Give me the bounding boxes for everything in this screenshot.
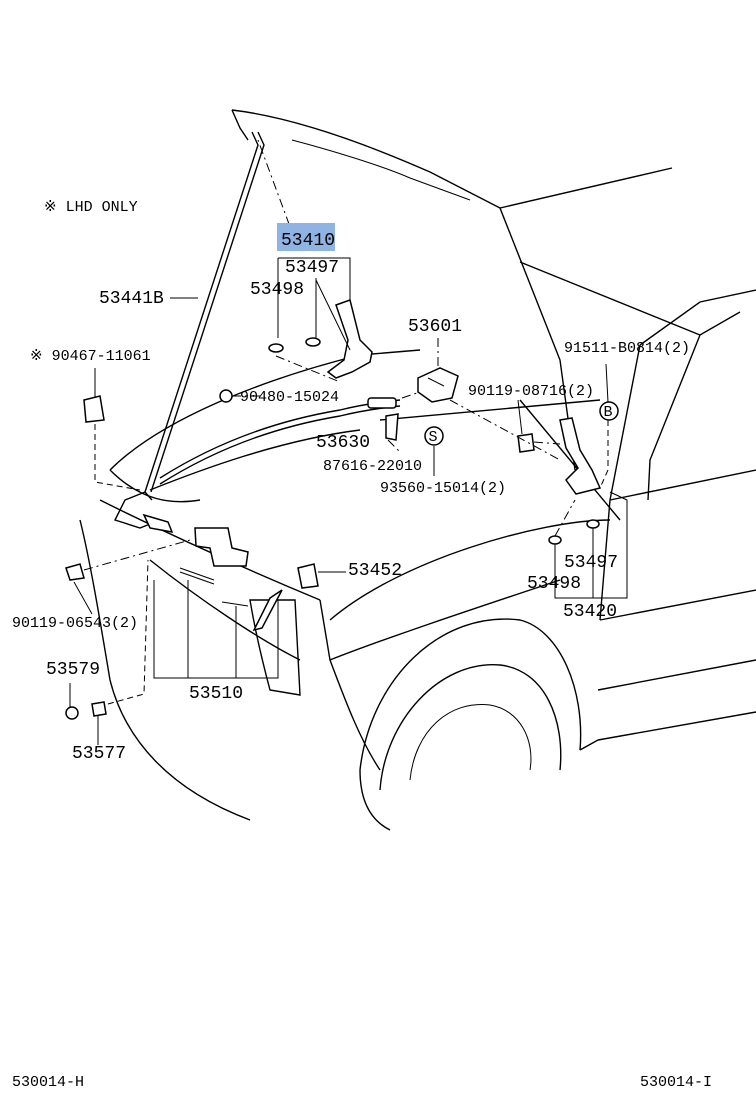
label-53498-bottom[interactable]: 53498 bbox=[527, 574, 581, 594]
footer-right-code: 530014-I bbox=[640, 1074, 712, 1091]
label-91511-B0814[interactable]: 91511-B0814(2) bbox=[564, 340, 690, 357]
part-labels: ※ LHD ONLY 53410 53497 53498 53441B ※ 90… bbox=[12, 199, 690, 764]
fasteners bbox=[65, 337, 600, 720]
hood-support-rod bbox=[114, 131, 265, 529]
label-53510[interactable]: 53510 bbox=[189, 684, 243, 704]
label-93560-15014[interactable]: 93560-15014(2) bbox=[380, 480, 506, 497]
leader-lines bbox=[69, 139, 628, 745]
hood-lock-cable bbox=[159, 389, 401, 485]
label-53420[interactable]: 53420 bbox=[563, 602, 617, 622]
label-90119-08716[interactable]: 90119-08716(2) bbox=[468, 383, 594, 400]
label-87616-22010[interactable]: 87616-22010 bbox=[323, 458, 422, 475]
label-53498-top[interactable]: 53498 bbox=[250, 280, 304, 300]
label-53497-bottom[interactable]: 53497 bbox=[564, 553, 618, 573]
hood-lock-assy bbox=[142, 513, 283, 632]
label-53579[interactable]: 53579 bbox=[46, 660, 100, 680]
svg-text:B: B bbox=[604, 404, 613, 421]
highlight-53410 bbox=[277, 223, 335, 251]
callout-b: B bbox=[599, 401, 619, 421]
hood-hinges bbox=[326, 299, 602, 495]
label-90480-15024[interactable]: 90480-15024 bbox=[240, 389, 339, 406]
callout-s: S bbox=[424, 426, 444, 446]
label-53441B[interactable]: 53441B bbox=[99, 289, 164, 309]
svg-text:S: S bbox=[429, 429, 438, 446]
label-53410[interactable]: 53410 bbox=[281, 231, 335, 251]
label-53452[interactable]: 53452 bbox=[348, 561, 402, 581]
hood-lock-striker bbox=[417, 367, 459, 403]
label-53497-top[interactable]: 53497 bbox=[285, 258, 339, 278]
label-90467-11061[interactable]: ※ 90467-11061 bbox=[30, 348, 151, 365]
label-53577[interactable]: 53577 bbox=[72, 744, 126, 764]
label-90119-06543[interactable]: 90119-06543(2) bbox=[12, 615, 138, 632]
label-53601[interactable]: 53601 bbox=[408, 317, 462, 337]
footer-codes: 530014-H 530014-I bbox=[12, 1074, 712, 1091]
label-53630[interactable]: 53630 bbox=[316, 433, 370, 453]
footer-left-code: 530014-H bbox=[12, 1074, 84, 1091]
note-lhd-only: ※ LHD ONLY bbox=[44, 199, 138, 216]
